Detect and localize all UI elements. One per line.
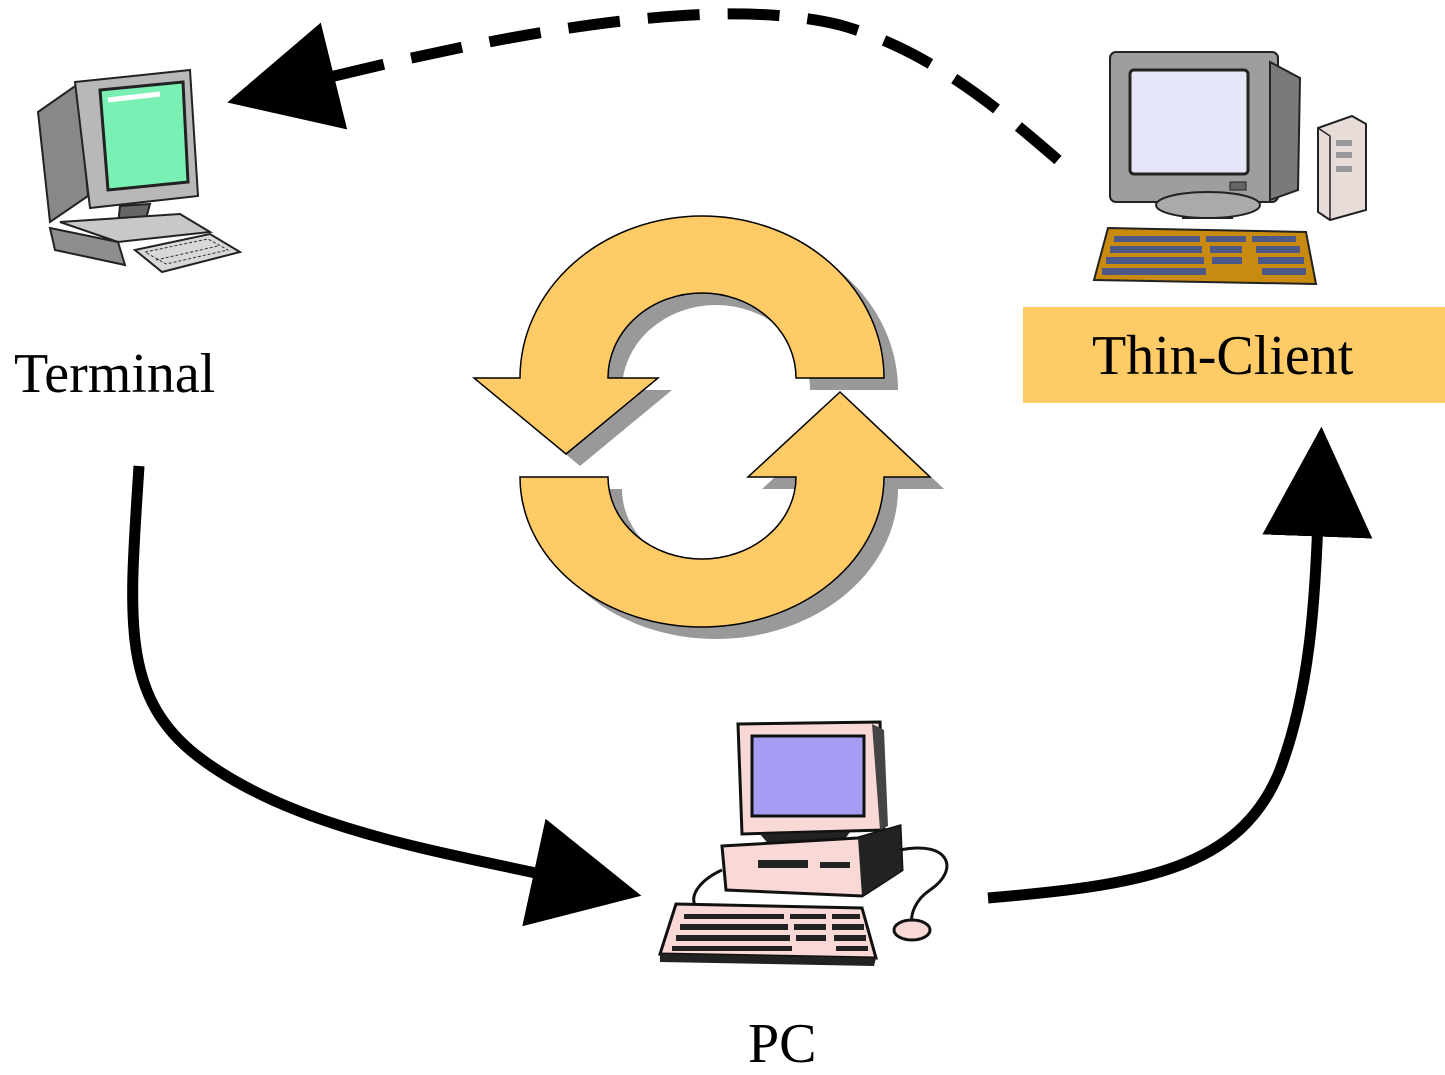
thin-client-label: Thin-Client [1092,325,1354,387]
cycle-arrows-icon [471,215,944,639]
edge-terminal-to-pc [127,465,642,927]
cycle-arrow-top [471,215,885,455]
edge-pc-to-thin-client [987,426,1373,904]
edge-thin-client-to-terminal [227,8,1062,165]
terminal-label: Terminal [14,343,216,405]
cycle-arrow-bottom [519,390,932,628]
thin-client-computer-icon [1092,51,1367,286]
pc-label: PC [748,1013,817,1075]
terminal-computer-icon [36,68,243,274]
pc-computer-icon [657,720,949,966]
thin-client-label-background [1023,307,1445,403]
